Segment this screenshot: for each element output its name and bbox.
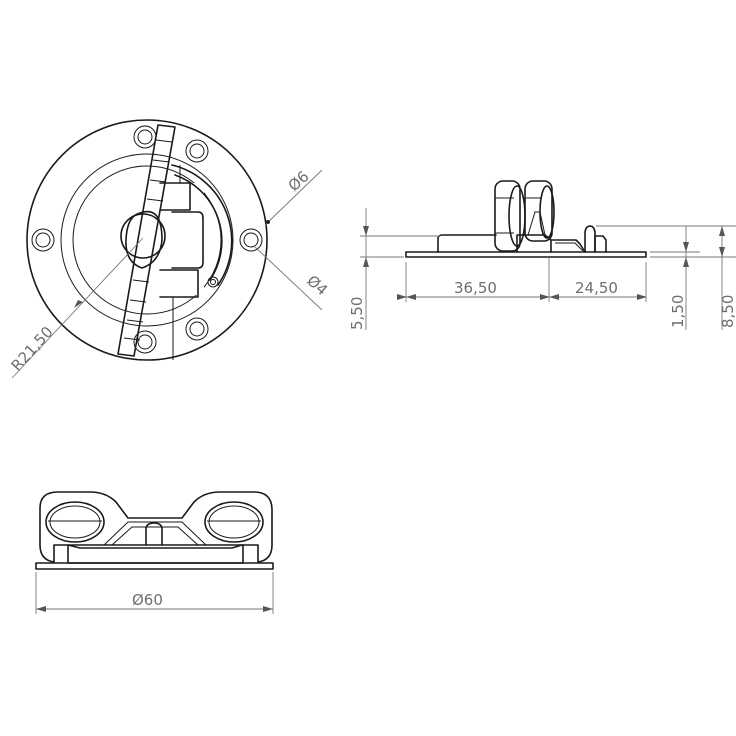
outer-flange-circle [26, 119, 268, 361]
mounting-holes [31, 125, 263, 354]
base-thickness-dimension: 1,50 [669, 226, 689, 330]
overall-diameter-label: Ø60 [132, 591, 163, 609]
front-base-plate [35, 562, 274, 570]
left-length-dimension: 36,50 [397, 279, 550, 300]
total-height-label: 8,50 [719, 295, 736, 328]
right-length-label: 24,50 [575, 279, 618, 297]
right-length-dimension: 24,50 [549, 279, 647, 300]
total-height-dimension: 8,50 [719, 226, 736, 330]
hole-diameter-6-dimension: Ø6 [264, 167, 323, 226]
radius-label: R21,50 [8, 323, 57, 375]
inner-ring-outer [60, 153, 234, 327]
raised-body-left [437, 234, 497, 253]
left-oval [45, 501, 105, 543]
handle-bar [117, 124, 176, 357]
right-oval [204, 501, 264, 543]
body-height-dimension: 5,50 [348, 208, 369, 330]
base-thickness-label: 1,50 [669, 295, 687, 328]
latch-mechanism [159, 164, 233, 360]
top-view: R21,50 Ø6 Ø4 [8, 119, 331, 379]
side-view: 36,50 24,50 5,50 1,50 8,50 [348, 180, 736, 330]
overall-diameter-dimension: Ø60 [36, 591, 273, 612]
body-height-label: 5,50 [348, 297, 366, 330]
handle-rings [494, 180, 555, 252]
base-plate [405, 251, 647, 258]
left-length-label: 36,50 [454, 279, 497, 297]
inner-ring-inner [72, 165, 222, 315]
front-view: Ø60 [35, 491, 274, 614]
hole-diameter-4-label: Ø4 [303, 272, 331, 300]
hole-diameter-6-label: Ø6 [285, 167, 313, 195]
handle-bow-outline [39, 491, 273, 563]
